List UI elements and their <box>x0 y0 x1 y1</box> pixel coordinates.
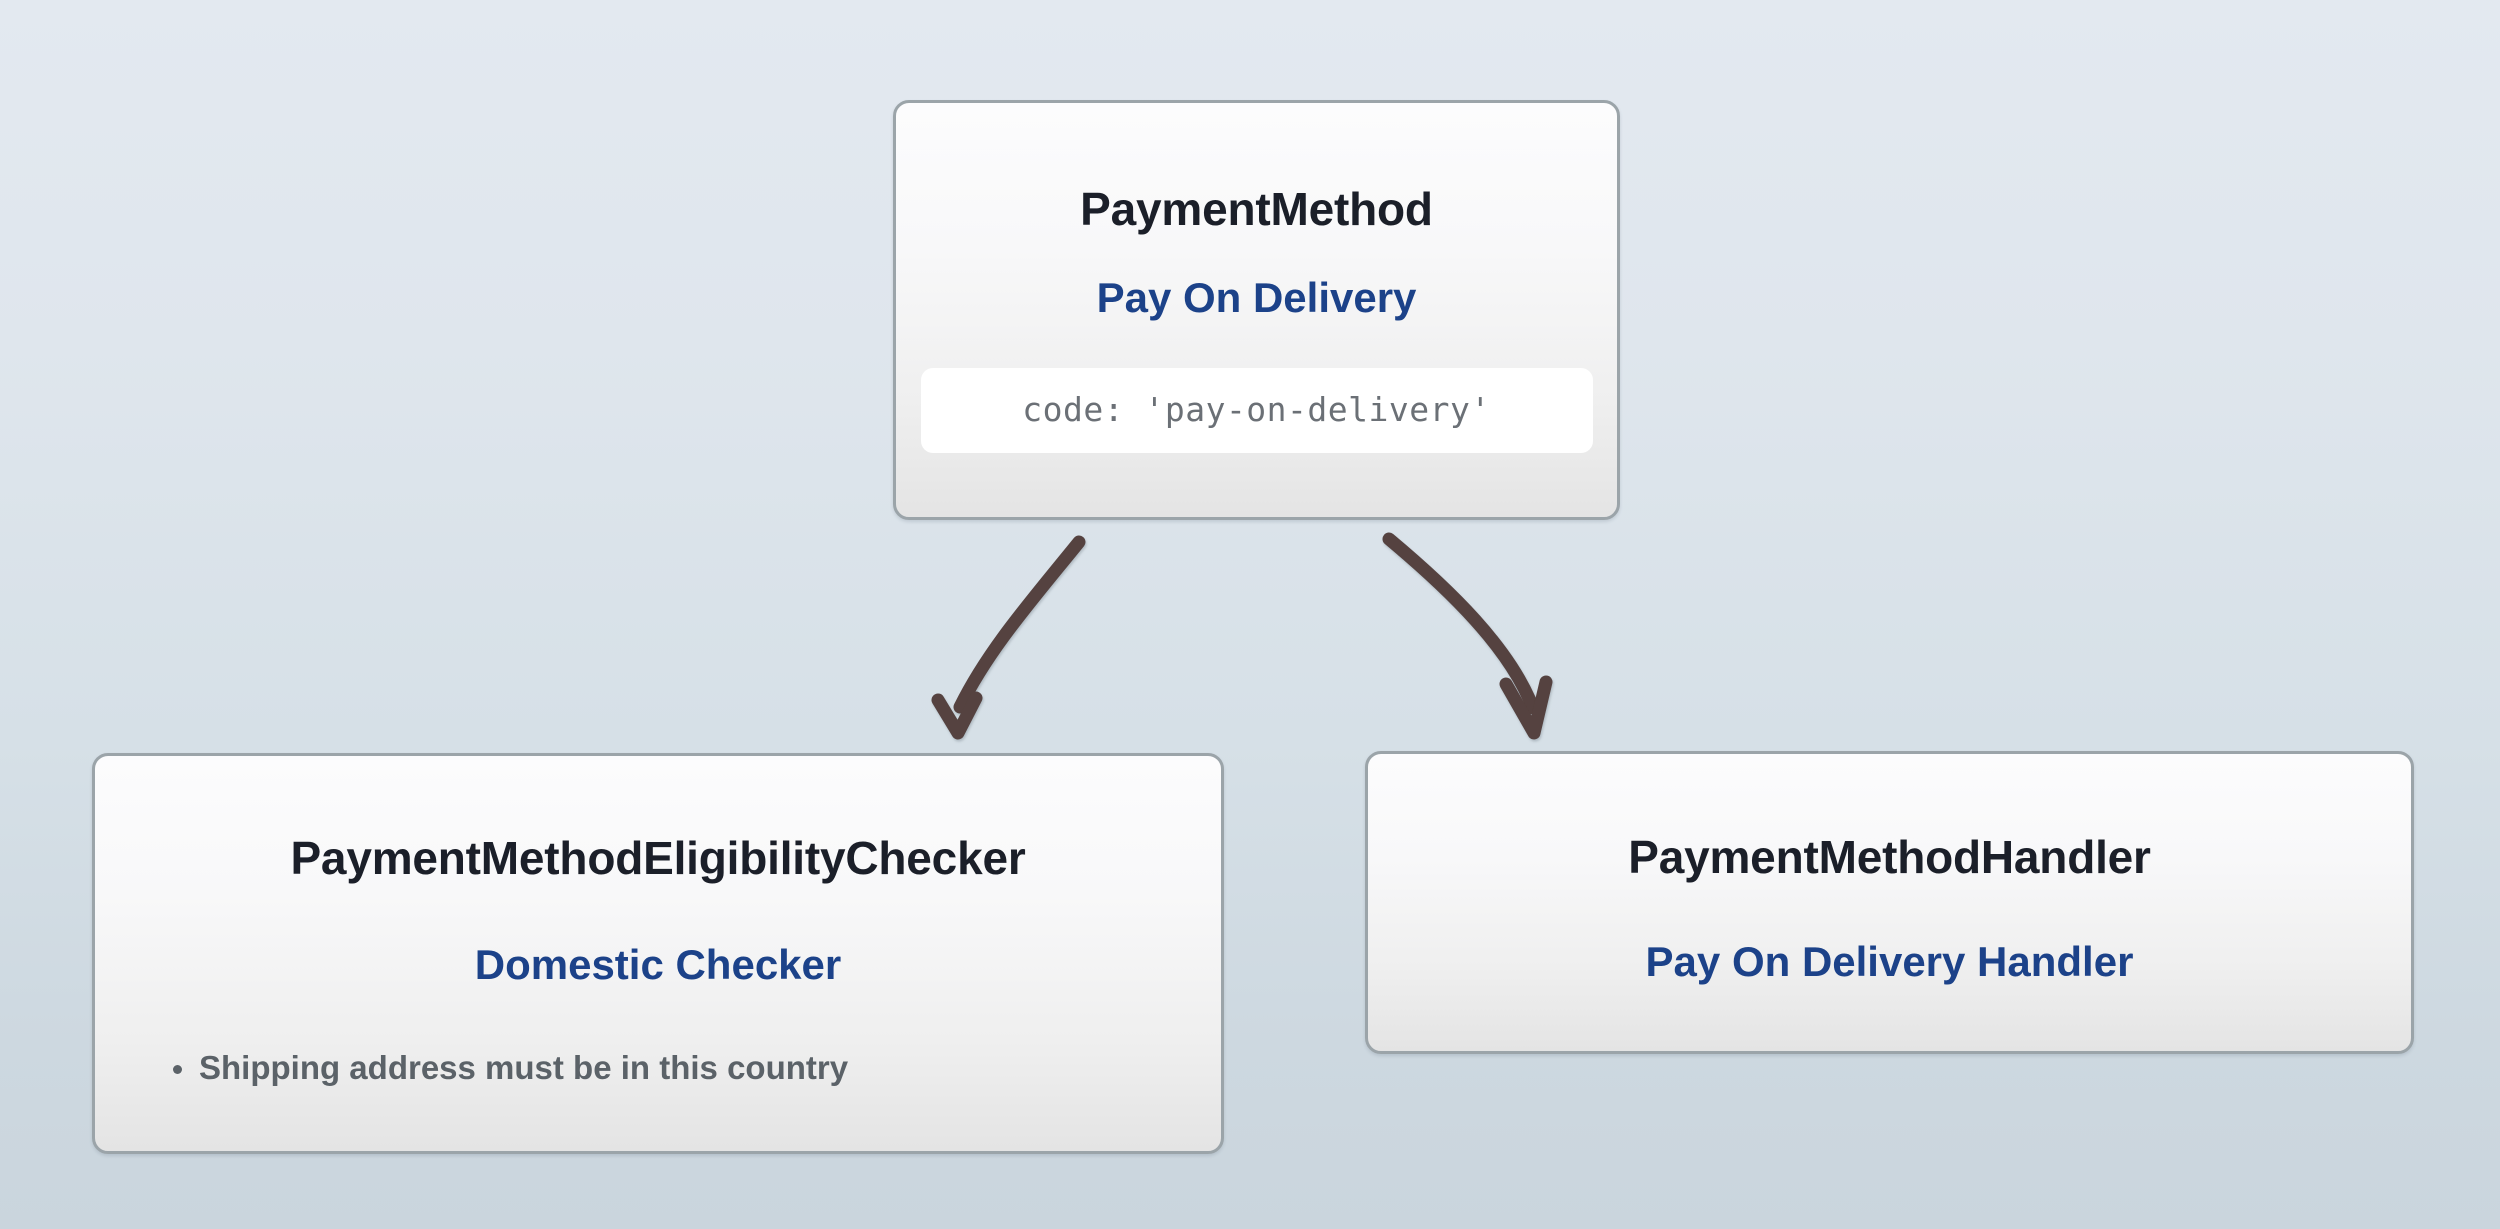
node-payment-method[interactable]: PaymentMethod Pay On Delivery code: 'pay… <box>893 100 1620 520</box>
node-subtitle: Domestic Checker <box>474 940 842 988</box>
edge-to-checker-arrow <box>931 535 1086 740</box>
constraint-list: Shipping address must be in this country <box>129 1049 1187 1087</box>
node-title: PaymentMethodHandler <box>1628 831 2151 884</box>
node-subtitle: Pay On Delivery <box>1096 273 1417 321</box>
node-title: PaymentMethodEligibilityChecker <box>290 832 1026 885</box>
node-title: PaymentMethod <box>1080 183 1433 236</box>
node-subtitle: Pay On Delivery Handler <box>1645 937 2134 985</box>
list-item: Shipping address must be in this country <box>173 1049 1187 1087</box>
edge-to-handler-arrow <box>1382 532 1553 740</box>
code-snippet: code: 'pay-on-delivery' <box>920 367 1593 453</box>
node-payment-method-handler[interactable]: PaymentMethodHandler Pay On Delivery Han… <box>1365 751 2414 1054</box>
node-eligibility-checker[interactable]: PaymentMethodEligibilityChecker Domestic… <box>92 753 1224 1154</box>
